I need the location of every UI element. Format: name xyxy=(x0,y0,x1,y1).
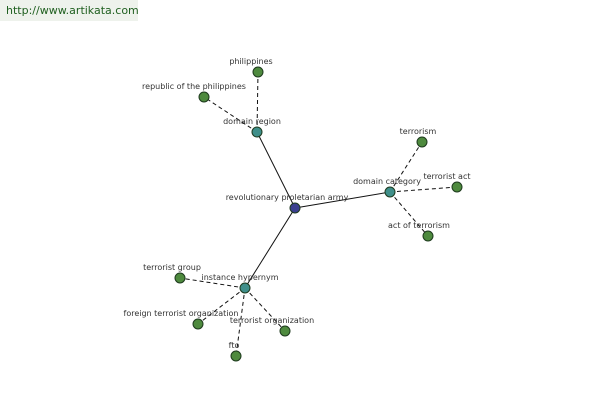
edge-fto xyxy=(235,287,246,357)
edge-act-of-terrorism xyxy=(389,191,429,237)
label-rpa[interactable]: revolutionary proletarian army xyxy=(226,193,349,202)
node-foreign-terrorist-organization[interactable] xyxy=(192,318,204,330)
label-terrorism[interactable]: terrorism xyxy=(400,127,437,136)
edge-domain-region xyxy=(256,131,296,209)
label-philippines[interactable]: philippines xyxy=(229,57,272,66)
label-fto[interactable]: fto xyxy=(229,341,240,350)
node-terrorist-organization[interactable] xyxy=(279,325,291,337)
node-rpa[interactable] xyxy=(289,202,301,214)
label-act-of-terrorism[interactable]: act of terrorism xyxy=(388,221,450,230)
edge-terrorist-group xyxy=(179,277,246,289)
edge-philippines xyxy=(256,71,259,133)
node-philippines[interactable] xyxy=(252,66,264,78)
edge-republic-of-the-philippines xyxy=(203,96,258,133)
label-republic-of-the-philippines[interactable]: republic of the philippines xyxy=(142,82,246,91)
node-domain-category[interactable] xyxy=(384,186,396,198)
node-instance-hypernym[interactable] xyxy=(239,282,251,294)
node-terrorist-group[interactable] xyxy=(174,272,186,284)
site-url-banner[interactable]: http://www.artikata.com xyxy=(0,0,139,21)
edge-terrorist-act xyxy=(389,186,458,193)
node-terrorism[interactable] xyxy=(416,136,428,148)
label-terrorist-act[interactable]: terrorist act xyxy=(423,172,470,181)
node-terrorist-act[interactable] xyxy=(451,181,463,193)
edge-instance-hypernym xyxy=(244,207,296,289)
edge-terrorist-organization xyxy=(244,287,286,332)
node-fto[interactable] xyxy=(230,350,242,362)
edge-terrorism xyxy=(389,141,423,193)
node-domain-region[interactable] xyxy=(251,126,263,138)
label-domain-region[interactable]: domain region xyxy=(223,117,281,126)
edge-foreign-terrorist-organization xyxy=(197,287,246,325)
label-instance-hypernym[interactable]: instance hypernym xyxy=(202,273,279,282)
label-domain-category[interactable]: domain category xyxy=(353,177,421,186)
label-foreign-terrorist-organization[interactable]: foreign terrorist organization xyxy=(124,309,239,318)
label-terrorist-organization[interactable]: terrorist organization xyxy=(230,316,314,325)
node-republic-of-the-philippines[interactable] xyxy=(198,91,210,103)
label-terrorist-group[interactable]: terrorist group xyxy=(143,263,201,272)
node-act-of-terrorism[interactable] xyxy=(422,230,434,242)
edge-domain-category xyxy=(294,191,391,209)
